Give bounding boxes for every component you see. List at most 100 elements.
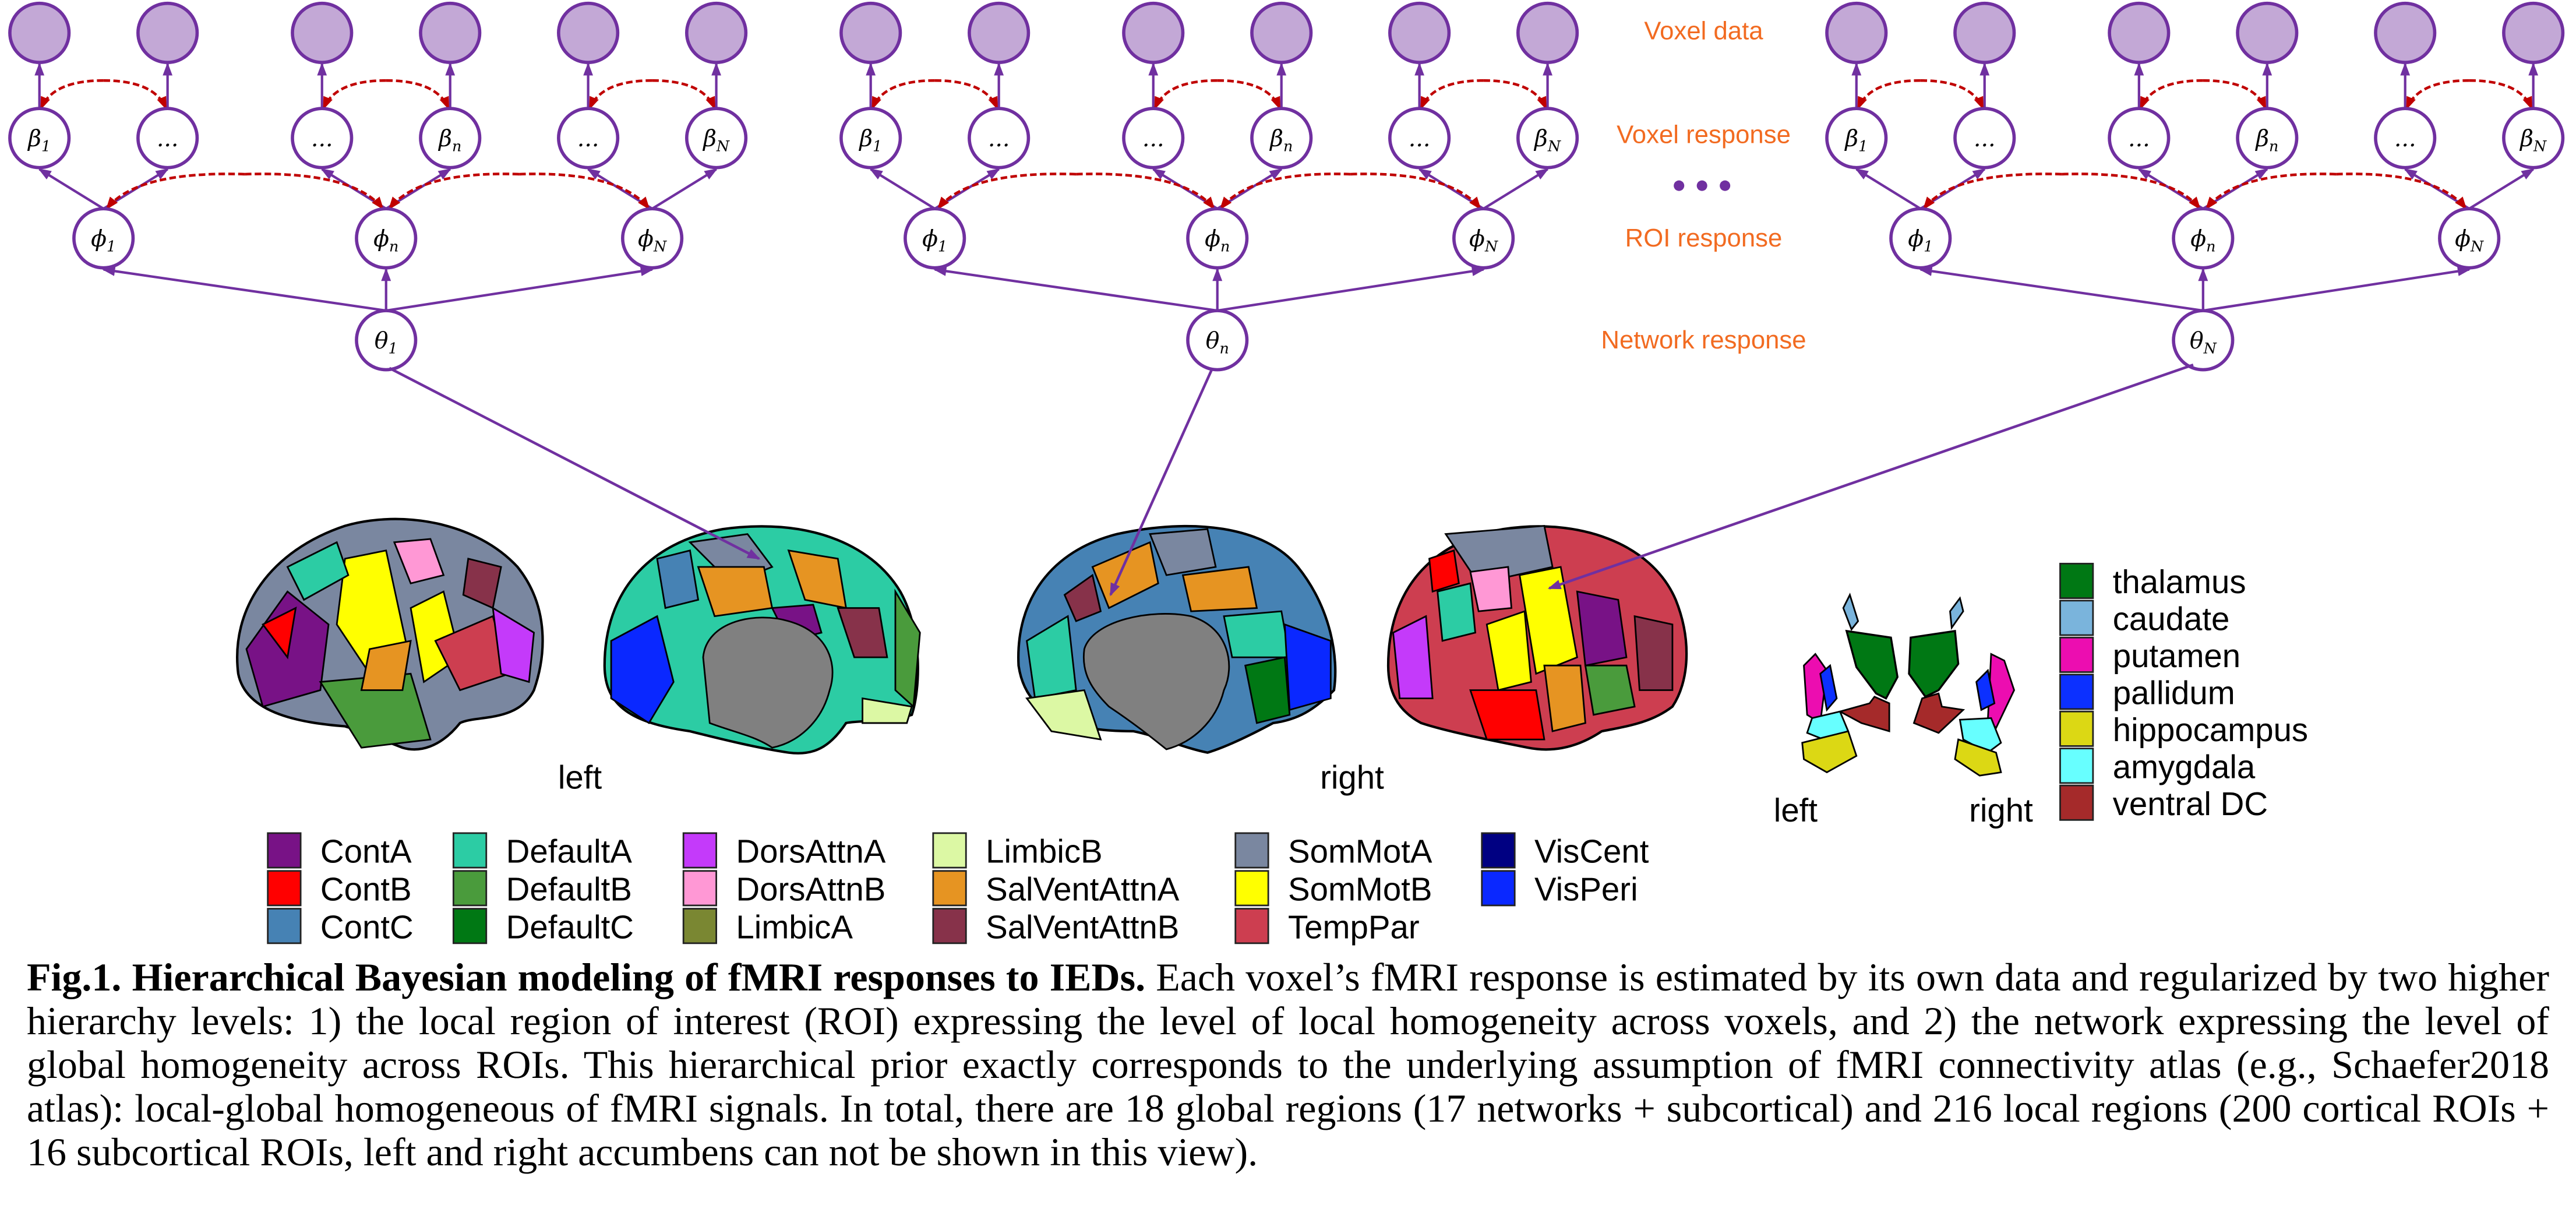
phi-to-beta-arrow: [2468, 168, 2535, 210]
roi-response-node: [621, 207, 684, 270]
cortical-surface-views: [236, 363, 2194, 755]
roi-response-node: [355, 207, 418, 270]
voxel-response-node: [1388, 107, 1451, 170]
voxel-response-symbol: ...: [157, 125, 179, 152]
left-medial-brain: [603, 525, 921, 755]
label-voxel-data: Voxel data: [1644, 17, 1763, 45]
subcortical-legend-item: pallidum: [2059, 674, 2235, 711]
voxel-data-node: [419, 1, 482, 64]
voxel-response-node: [1516, 107, 1579, 170]
subcortical-legend-item: caudate: [2059, 600, 2230, 637]
phi-dependency-arrow: [105, 172, 245, 210]
subcortical-legend-item: hippocampus: [2059, 710, 2308, 748]
network-response-node: [355, 309, 418, 372]
roi-response-node: [2438, 207, 2501, 270]
beta-dependency-arrow: [322, 79, 386, 110]
roi-response-node: [1186, 207, 1249, 270]
beta-dependency-arrow: [2469, 79, 2533, 110]
network-legend-item: DefaultA: [452, 832, 633, 870]
beta-dependency-arrow: [1857, 79, 1921, 110]
voxel-response-node: [685, 107, 748, 170]
voxel-data-node: [1953, 1, 2016, 64]
network-legend-item: ContC: [267, 908, 414, 945]
network-legend-item: SalVentAttnA: [932, 870, 1180, 908]
voxel-data-node: [1122, 1, 1185, 64]
network-response-node: [2172, 309, 2235, 372]
legend-label: VisCent: [1534, 833, 1649, 870]
roi-response-node: [72, 207, 135, 270]
phi-to-beta-arrow: [1483, 168, 1549, 210]
legend-swatch: [1234, 832, 1269, 869]
beta-dependency-arrow: [588, 79, 652, 110]
legend-label: pallidum: [2113, 674, 2235, 711]
phi-dependency-arrow: [937, 172, 1077, 210]
legend-label: ContB: [320, 871, 412, 908]
phi-dependency-arrow: [245, 172, 384, 210]
voxel-data-node: [8, 1, 71, 64]
voxel-data-node: [968, 1, 1031, 64]
beta-dependency-arrow: [1483, 79, 1547, 110]
phi-to-beta-arrow: [869, 168, 936, 210]
network-legend-item: ContA: [267, 832, 412, 870]
legend-swatch: [2059, 562, 2094, 599]
beta-dependency-arrow: [934, 79, 998, 110]
phi-dependency-arrow: [519, 172, 650, 210]
legend-label: TempPar: [1288, 908, 1420, 945]
voxel-response-node: [2502, 107, 2565, 170]
legend-label: amygdala: [2113, 748, 2256, 785]
legend-label: caudate: [2113, 601, 2230, 637]
beta-dependency-arrow: [2139, 79, 2203, 110]
beta-dependency-arrow: [103, 79, 167, 110]
voxel-response-symbol: ...: [2128, 125, 2150, 152]
phi-dependency-arrow: [1922, 172, 2062, 210]
cortex-left-label: left: [558, 759, 602, 796]
legend-swatch: [932, 908, 967, 944]
voxel-data-node: [1250, 1, 1313, 64]
legend-swatch: [2059, 600, 2094, 636]
theta-to-phi-arrow: [2203, 266, 2471, 312]
subcortical-view: [1801, 593, 2016, 777]
legend-label: DefaultA: [506, 833, 633, 870]
theta-to-phi-arrow: [1918, 266, 2204, 312]
beta-dependency-arrow: [1153, 79, 1218, 110]
phi-dependency-arrow: [1350, 172, 1481, 210]
phi-dependency-arrow: [1076, 172, 1215, 210]
beta-dependency-arrow: [2405, 79, 2469, 110]
phi-to-beta-arrow: [1855, 168, 1921, 210]
beta-dependency-arrow: [1920, 79, 1985, 110]
voxel-response-symbol: ...: [311, 125, 333, 152]
left-lateral-brain: [236, 517, 544, 751]
network-legend-item: LimbicB: [932, 832, 1103, 870]
voxel-response-symbol: ...: [1974, 125, 1996, 152]
legend-label: DorsAttnA: [736, 833, 885, 870]
legend-swatch: [452, 832, 488, 869]
voxel-response-symbol: ...: [988, 125, 1010, 152]
legend-swatch: [932, 832, 967, 869]
phi-to-beta-arrow: [651, 168, 718, 210]
network-legend-item: DefaultC: [452, 908, 634, 945]
subcortical-legend-item: putamen: [2059, 636, 2240, 674]
caption-title: Fig.1. Hierarchical Bayesian modeling of…: [27, 955, 1146, 999]
legend-label: DorsAttnB: [736, 871, 885, 908]
voxel-response-node: [1250, 107, 1313, 170]
legend-swatch: [2059, 784, 2094, 821]
voxel-response-node: [1825, 107, 1888, 170]
subcortex-right-label: right: [1969, 792, 2033, 829]
network-legend-item: SalVentAttnB: [932, 908, 1179, 945]
phi-dependency-arrow: [2062, 172, 2201, 210]
continuation-dots: [1674, 180, 1731, 191]
voxel-response-node: [968, 107, 1031, 170]
label-roi-response: ROI response: [1625, 224, 1783, 252]
theta-to-phi-arrow: [1217, 266, 1485, 312]
legend-label: ventral DC: [2113, 785, 2268, 822]
network-legend-item: DefaultB: [452, 870, 632, 908]
legend-swatch: [682, 832, 717, 869]
beta-dependency-arrow: [871, 79, 935, 110]
legend-swatch: [1481, 832, 1516, 869]
network-legend-item: ContB: [267, 870, 412, 908]
roi-response-node: [904, 207, 966, 270]
voxel-response-symbol: ...: [1142, 125, 1165, 152]
